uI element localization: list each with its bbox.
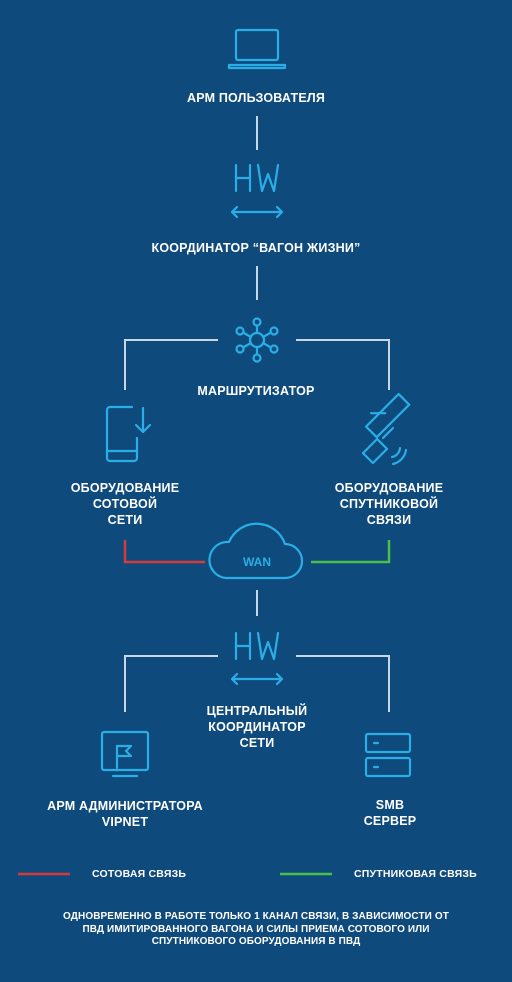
connector-router-satellite <box>296 339 390 390</box>
router-label: МАРШРУТИЗАТОР <box>197 384 315 398</box>
footnote: ОДНОВРЕМЕННО В РАБОТЕ ТОЛЬКО 1 КАНАЛ СВЯ… <box>63 911 449 947</box>
central-coordinator-label: ЦЕНТРАЛЬНЫЙ КООРДИНАТОР СЕТИ <box>206 704 308 750</box>
user-workstation-label: АРМ ПОЛЬЗОВАТЕЛЯ <box>186 91 326 105</box>
cellular-link-line <box>123 540 205 564</box>
admin-workstation-label: АРМ АДМИНИСТРАТОРА VIPNET <box>47 799 203 829</box>
phone-download-icon <box>105 405 152 463</box>
hw-central-coordinator-icon <box>230 631 284 686</box>
connector-router-cellular <box>124 339 218 390</box>
legend-satellite-label: СПУТНИКОВАЯ СВЯЗЬ <box>354 868 477 880</box>
satellite-link-line <box>311 540 391 564</box>
wan-label: WAN <box>243 555 271 569</box>
server-icon <box>364 732 412 778</box>
connector-lines <box>124 116 390 712</box>
hw-coordinator-icon <box>230 163 284 219</box>
coordinator-label: КООРДИНАТОР “ВАГОН ЖИЗНИ” <box>151 241 361 255</box>
legend-cellular-label: СОТОВАЯ СВЯЗЬ <box>92 868 187 880</box>
smb-server-label: SMB СЕРВЕР <box>363 798 417 828</box>
laptop-icon <box>227 28 287 70</box>
satellite-icon <box>361 392 411 466</box>
wan-cloud-icon <box>208 522 304 580</box>
satellite-equipment-label: ОБОРУДОВАНИЕ СПУТНИКОВОЙ СВЯЗИ <box>334 481 444 527</box>
admin-monitor-icon <box>100 730 150 778</box>
connector-central-admin <box>124 655 218 712</box>
router-icon <box>235 317 279 363</box>
cellular-equipment-label: ОБОРУДОВАНИЕ СОТОВОЙ СЕТИ <box>70 481 180 527</box>
connector-central-smb <box>296 655 390 712</box>
